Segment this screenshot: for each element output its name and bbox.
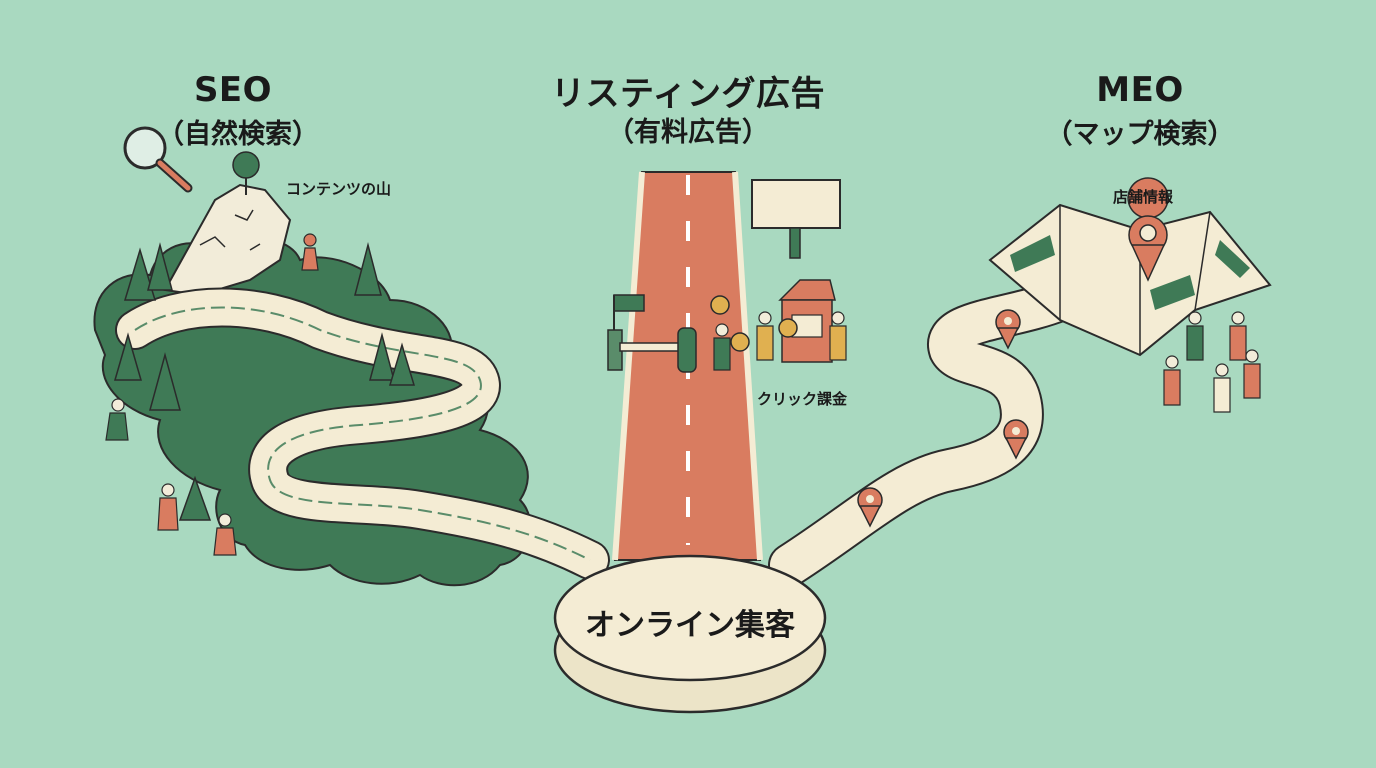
online-acquisition-label: オンライン集客 xyxy=(560,600,820,644)
seo-title: SEO xyxy=(153,70,313,110)
content-mountain xyxy=(94,152,590,585)
content-mountain-label: コンテンツの山 xyxy=(286,178,391,199)
store-info-label: 店舗情報 xyxy=(1113,186,1173,207)
billboard-icon xyxy=(752,180,840,258)
listing-subtitle: （有料広告） xyxy=(588,110,788,149)
click-billing-label: クリック課金 xyxy=(757,388,847,409)
listing-title: リスティング広告 xyxy=(538,66,838,115)
meo-subtitle: （マップ検索） xyxy=(1030,112,1250,151)
seo-subtitle: （自然検索） xyxy=(153,112,323,151)
meo-title: MEO xyxy=(1060,70,1220,110)
ad-highway xyxy=(608,172,760,560)
